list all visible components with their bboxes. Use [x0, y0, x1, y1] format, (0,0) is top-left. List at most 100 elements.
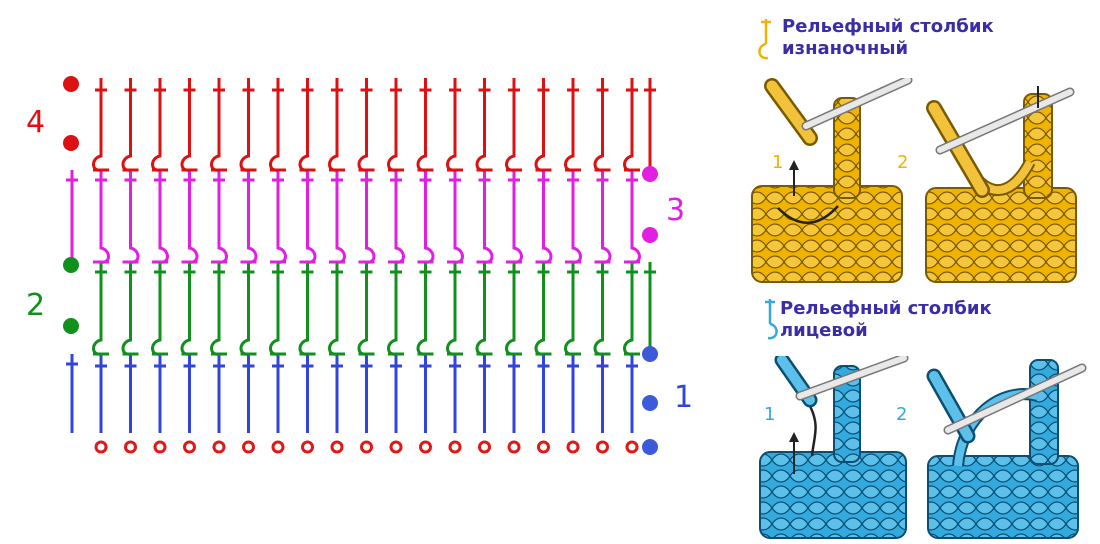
back-post-step-1-label: 1	[772, 152, 784, 173]
chain-stitch	[596, 440, 609, 454]
relief-post-stitch	[571, 170, 582, 264]
back-post-title-line1: Рельефный столбик	[782, 16, 994, 37]
relief-post-stitch	[424, 170, 435, 264]
relief-post-stitch	[564, 78, 575, 172]
relief-post-stitch	[151, 262, 162, 356]
front-post-step-1-label: 1	[764, 404, 776, 425]
foundation-chain	[94, 440, 639, 454]
chain-stitch	[271, 440, 285, 454]
chain-stitch	[94, 440, 108, 454]
relief-post-stitch	[542, 170, 553, 264]
relief-post-stitch	[446, 78, 457, 172]
turning-chain-dot	[642, 346, 658, 362]
back-post-symbol-icon	[758, 19, 771, 60]
relief-post-stitch	[298, 78, 309, 172]
chain-stitch	[153, 440, 167, 454]
turning-chain-dot	[642, 227, 658, 243]
turning-chain-dot	[63, 76, 79, 92]
relief-post-stitch	[210, 78, 221, 172]
row-4-stitches	[92, 78, 656, 172]
relief-post-stitch	[593, 262, 604, 356]
relief-post-stitch	[239, 78, 250, 172]
turning-chain-dot	[642, 166, 658, 182]
back-post-title: Рельефный столбик изнаночный	[782, 16, 994, 60]
chain-stitch	[360, 440, 373, 454]
chain-stitch	[124, 440, 137, 454]
relief-post-stitch	[387, 262, 398, 356]
turning-chain-dot	[63, 257, 79, 273]
row-number-4: 4	[26, 105, 46, 140]
chain-stitch	[566, 440, 580, 454]
relief-post-stitch	[328, 78, 339, 172]
relief-post-stitch	[534, 262, 545, 356]
relief-post-stitch	[210, 262, 221, 356]
relief-post-stitch	[483, 170, 494, 264]
relief-post-stitch	[505, 262, 516, 356]
relief-post-stitch	[92, 262, 103, 356]
relief-post-stitch	[453, 170, 464, 264]
relief-post-stitch	[512, 170, 523, 264]
relief-post-stitch	[92, 78, 103, 172]
chain-stitch	[419, 440, 432, 454]
relief-post-stitch	[601, 170, 612, 264]
turning-chain-dot	[63, 135, 79, 151]
front-post-symbol-icon	[765, 299, 778, 340]
relief-post-stitch	[593, 78, 604, 172]
relief-post-stitch	[365, 170, 376, 264]
front-post-step-2-illustration	[926, 359, 1087, 539]
turning-chain-dot	[642, 395, 658, 411]
chain-stitch	[478, 440, 491, 454]
relief-post-stitch	[630, 170, 641, 264]
front-post-step-1-illustration	[759, 356, 909, 539]
relief-post-stitch	[306, 170, 317, 264]
relief-post-stitch	[151, 78, 162, 172]
front-post-title: Рельефный столбик лицевой	[780, 298, 992, 342]
back-post-step-2-label: 2	[897, 152, 909, 173]
relief-post-stitch	[416, 78, 427, 172]
turning-chain-dot	[63, 318, 79, 334]
relief-post-stitch	[387, 78, 398, 172]
chain-stitch	[212, 440, 226, 454]
relief-post-stitch	[158, 170, 169, 264]
row-1-stitches	[66, 354, 638, 433]
chain-stitch	[389, 440, 403, 454]
relief-post-stitch	[276, 170, 287, 264]
relief-post-stitch	[269, 262, 280, 356]
relief-post-stitch	[269, 78, 280, 172]
relief-post-stitch	[475, 262, 486, 356]
relief-post-stitch	[121, 78, 132, 172]
relief-post-stitch	[217, 170, 228, 264]
relief-post-stitch	[328, 262, 339, 356]
relief-post-stitch	[247, 170, 258, 264]
chain-stitch	[301, 440, 314, 454]
relief-post-stitch	[564, 262, 575, 356]
chain-stitch	[625, 440, 639, 454]
relief-post-stitch	[180, 262, 191, 356]
relief-post-stitch	[475, 78, 486, 172]
chain-stitch	[242, 440, 255, 454]
row-2-stitches	[92, 262, 656, 356]
front-post-step-2-label: 2	[896, 404, 908, 425]
chain-stitch	[330, 440, 344, 454]
relief-post-stitch	[394, 170, 405, 264]
relief-post-stitch	[180, 78, 191, 172]
relief-post-stitch	[357, 78, 368, 172]
relief-post-stitch	[99, 170, 110, 264]
chain-stitch	[448, 440, 462, 454]
relief-post-stitch	[623, 262, 634, 356]
chain-stitch	[537, 440, 550, 454]
relief-post-stitch	[188, 170, 199, 264]
relief-post-stitch	[121, 262, 132, 356]
back-post-step-1-illustration	[751, 78, 913, 283]
front-post-title-line2: лицевой	[780, 320, 868, 341]
turning-chain-dots	[63, 76, 658, 455]
relief-post-stitch	[446, 262, 457, 356]
relief-post-stitch	[534, 78, 545, 172]
row-number-3: 3	[666, 193, 686, 228]
row-number-2: 2	[26, 288, 46, 323]
turning-chain-dot	[642, 439, 658, 455]
relief-post-stitch	[239, 262, 250, 356]
relief-post-stitch	[357, 262, 368, 356]
relief-post-stitch	[129, 170, 140, 264]
back-post-title-line2: изнаночный	[782, 38, 909, 59]
